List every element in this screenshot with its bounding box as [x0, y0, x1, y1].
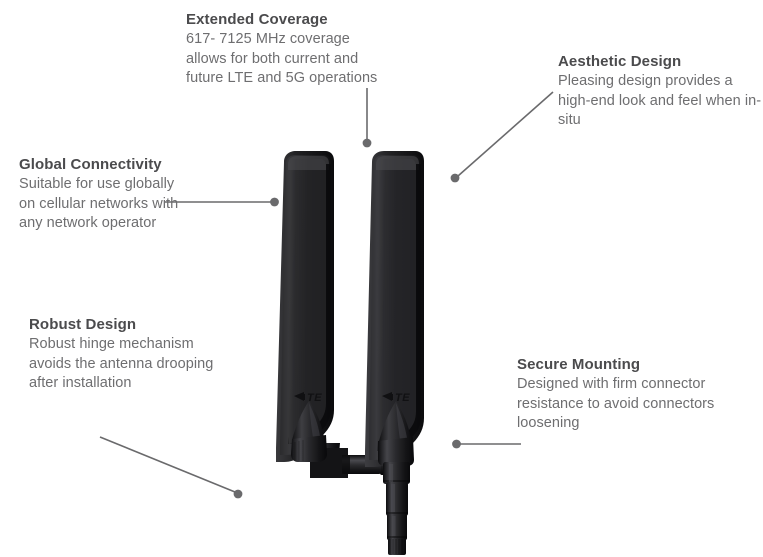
leader-global-connectivity [165, 197, 279, 207]
callout-body-extended-coverage: 617- 7125 MHz coverage allows for both c… [186, 31, 378, 86]
product-photo: TE [268, 148, 498, 557]
callout-body-aesthetic-design: Pleasing design provides a high-end look… [558, 73, 762, 128]
callout-title-global-connectivity: Global Connectivity [19, 156, 162, 173]
antenna-right: TE [365, 151, 424, 555]
callout-title-robust-design: Robust Design [29, 316, 137, 333]
leader-extended-coverage [362, 88, 372, 148]
callout-secure-mounting: Secure Mounting Designed with firm conne… [517, 355, 757, 434]
callout-aesthetic-design: Aesthetic Design Pleasing design provide… [558, 52, 763, 131]
antenna-right-hinge [379, 401, 411, 450]
callout-extended-coverage: Extended Coverage 617- 7125 MHz coverage… [186, 10, 386, 89]
svg-text:TE: TE [395, 392, 410, 404]
callout-body-global-connectivity: Suitable for use globally on cellular ne… [19, 176, 179, 231]
svg-text:TE: TE [307, 392, 322, 404]
antenna-right-brand-logo: TE [382, 392, 410, 404]
callout-body-secure-mounting: Designed with firm connector resistance … [517, 376, 715, 431]
antenna-left-hinge [291, 401, 327, 462]
callout-global-connectivity: Global Connectivity Suitable for use glo… [19, 155, 179, 234]
antenna-right-connector [378, 437, 414, 555]
callout-title-extended-coverage: Extended Coverage [186, 11, 328, 28]
callout-title-secure-mounting: Secure Mounting [517, 356, 641, 373]
leader-robust-design [99, 436, 243, 499]
antenna-left-brand-logo: TE [294, 392, 322, 404]
callout-title-aesthetic-design: Aesthetic Design [558, 53, 682, 70]
antenna-left: TE [276, 151, 394, 478]
callout-body-robust-design: Robust hinge mechanism avoids the antenn… [29, 336, 214, 391]
callout-robust-design: Robust Design Robust hinge mechanism avo… [29, 315, 214, 394]
